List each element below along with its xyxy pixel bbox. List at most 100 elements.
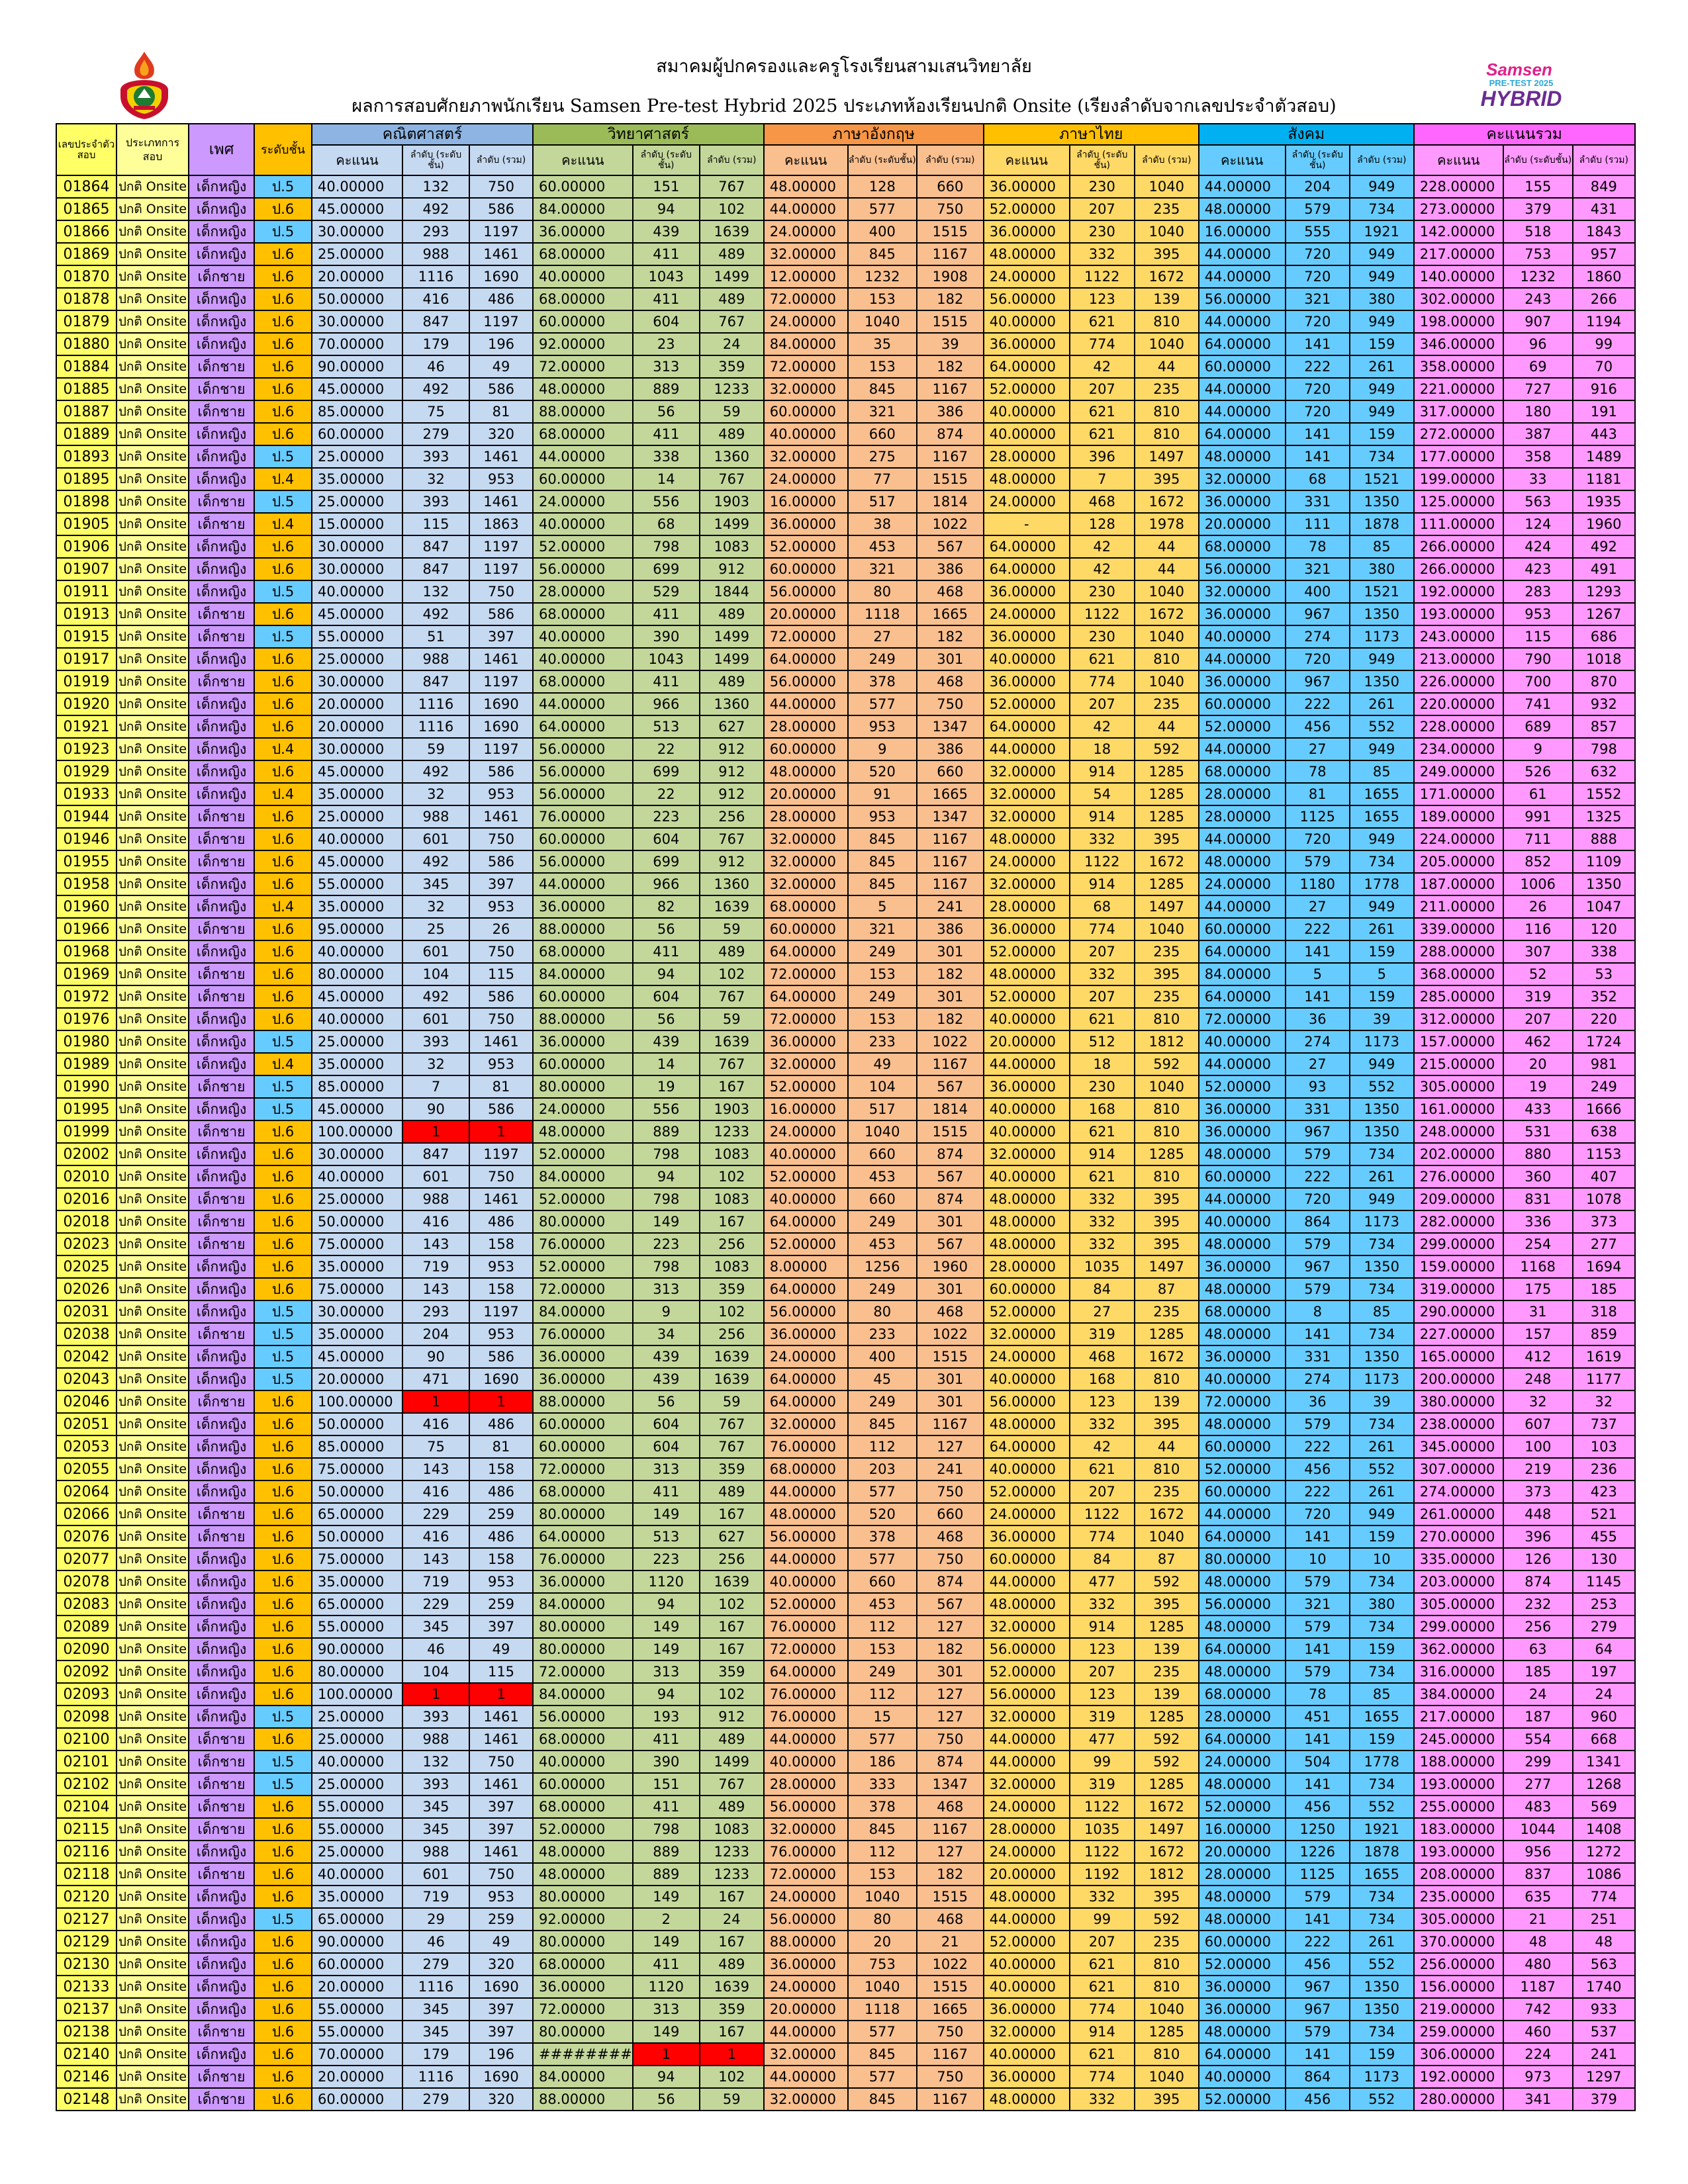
cell-english-score: 52.00000 xyxy=(763,1075,849,1099)
cell-science-rank-level: 313 xyxy=(632,1660,700,1684)
cell-total-rank-total: 70 xyxy=(1571,355,1636,379)
cell-total-rank-level: 518 xyxy=(1502,220,1573,244)
cell-total-rank-level: 157 xyxy=(1502,1322,1573,1346)
cell-total-rank-level: 32 xyxy=(1502,1390,1573,1414)
cell-thai-score: - xyxy=(982,512,1070,536)
cell-social-rank-total: 1778 xyxy=(1348,872,1415,896)
cell-math-score: 95.00000 xyxy=(311,917,403,941)
cell-english-score: 32.00000 xyxy=(763,2042,849,2066)
cell-math-score: 55.00000 xyxy=(311,1615,403,1639)
cell-level: ป.5 xyxy=(254,175,312,199)
cell-math-score: 85.00000 xyxy=(311,400,403,424)
cell-exam-type: ปกติ Onsite xyxy=(116,1907,189,1931)
cell-total-rank-level: 852 xyxy=(1502,850,1573,874)
cell-science-rank-total: 256 xyxy=(698,805,765,829)
cell-thai-rank-total: 1040 xyxy=(1133,580,1199,604)
cell-social-score: 44.00000 xyxy=(1197,827,1286,851)
cell-english-rank-level: 77 xyxy=(847,467,917,491)
cell-english-rank-level: 275 xyxy=(847,445,917,469)
cell-thai-rank-total: 592 xyxy=(1133,1570,1199,1594)
cell-science-rank-level: 14 xyxy=(632,467,700,491)
cell-english-score: 64.00000 xyxy=(763,1210,849,1234)
cell-science-rank-total: 359 xyxy=(698,1457,765,1481)
cell-sex: เด็กชาย xyxy=(188,1525,255,1549)
cell-math-score: 45.00000 xyxy=(311,760,403,784)
cell-english-rank-level: 660 xyxy=(847,422,917,446)
cell-thai-score: 48.00000 xyxy=(982,1232,1070,1256)
cell-exam-id: 02140 xyxy=(56,2042,117,2066)
cell-math-score: 45.00000 xyxy=(311,850,403,874)
cell-english-score: 40.00000 xyxy=(763,1570,849,1594)
cell-science-rank-total: 256 xyxy=(698,1232,765,1256)
cell-english-rank-level: 845 xyxy=(847,2087,917,2111)
cell-exam-type: ปกติ Onsite xyxy=(116,1997,189,2021)
cell-english-rank-total: 660 xyxy=(915,760,984,784)
cell-sex: เด็กชาย xyxy=(188,1120,255,1144)
cell-level: ป.4 xyxy=(254,782,312,806)
cell-math-score: 45.00000 xyxy=(311,602,403,626)
cell-exam-id: 01866 xyxy=(56,220,117,244)
cell-total-rank-level: 711 xyxy=(1502,827,1573,851)
cell-total-rank-total: 916 xyxy=(1571,377,1636,401)
cell-total-rank-total: 1740 xyxy=(1571,1975,1636,1999)
cell-social-rank-level: 456 xyxy=(1284,715,1350,739)
cell-thai-score: 28.00000 xyxy=(982,895,1070,919)
cell-math-rank-total: 81 xyxy=(469,1075,534,1099)
cell-sex: เด็กชาย xyxy=(188,805,255,829)
cell-level: ป.6 xyxy=(254,917,312,941)
cell-math-rank-total: 953 xyxy=(469,1885,534,1909)
cell-exam-id: 01944 xyxy=(56,805,117,829)
cell-total-rank-total: 191 xyxy=(1571,400,1636,424)
cell-social-rank-total: 1350 xyxy=(1348,1345,1415,1369)
cell-total-rank-total: 1268 xyxy=(1571,1772,1636,1796)
cell-thai-rank-level: 332 xyxy=(1068,1232,1135,1256)
cell-exam-id: 01864 xyxy=(56,175,117,199)
cell-level: ป.6 xyxy=(254,1660,312,1684)
cell-english-rank-level: 1232 xyxy=(847,265,917,289)
cell-exam-type: ปกติ Onsite xyxy=(116,1030,189,1054)
cell-thai-rank-total: 1040 xyxy=(1133,1525,1199,1549)
cell-science-rank-total: 359 xyxy=(698,1660,765,1684)
cell-english-score: 32.00000 xyxy=(763,1052,849,1076)
cell-total-rank-total: 407 xyxy=(1571,1165,1636,1189)
cell-thai-rank-total: 1040 xyxy=(1133,1075,1199,1099)
cell-math-rank-level: 29 xyxy=(402,1907,470,1931)
cell-total-rank-level: 61 xyxy=(1502,782,1573,806)
cell-social-rank-total: 261 xyxy=(1348,1165,1415,1189)
cell-thai-score: 40.00000 xyxy=(982,310,1070,334)
cell-exam-id: 01923 xyxy=(56,737,117,761)
cell-social-rank-level: 27 xyxy=(1284,737,1350,761)
cell-math-rank-total: 750 xyxy=(469,175,534,199)
cell-science-rank-level: 338 xyxy=(632,445,700,469)
cell-science-score: 40.00000 xyxy=(532,1750,633,1774)
cell-exam-id: 02098 xyxy=(56,1705,117,1729)
cell-sex: เด็กหญิง xyxy=(188,422,255,446)
cell-english-rank-level: 153 xyxy=(847,1007,917,1031)
cell-science-score: 60.00000 xyxy=(532,1412,633,1436)
cell-total-rank-total: 373 xyxy=(1571,1210,1636,1234)
cell-thai-rank-total: 395 xyxy=(1133,1210,1199,1234)
cell-science-score: 80.00000 xyxy=(532,1615,633,1639)
cell-total-score: 274.00000 xyxy=(1413,1480,1504,1504)
cell-exam-type: ปกติ Onsite xyxy=(116,1637,189,1661)
cell-science-score: 36.00000 xyxy=(532,1345,633,1369)
cell-thai-rank-level: 18 xyxy=(1068,1052,1135,1076)
cell-social-rank-total: 949 xyxy=(1348,310,1415,334)
cell-thai-score: 32.00000 xyxy=(982,760,1070,784)
cell-total-rank-total: 888 xyxy=(1571,827,1636,851)
cell-total-score: 319.00000 xyxy=(1413,1277,1504,1301)
cell-thai-score: 24.00000 xyxy=(982,1502,1070,1526)
cell-thai-rank-total: 235 xyxy=(1133,1930,1199,1954)
cell-total-rank-level: 256 xyxy=(1502,1615,1573,1639)
cell-math-score: 40.00000 xyxy=(311,1007,403,1031)
cell-exam-id: 01966 xyxy=(56,917,117,941)
cell-total-rank-total: 1724 xyxy=(1571,1030,1636,1054)
cell-total-rank-total: 632 xyxy=(1571,760,1636,784)
cell-social-rank-level: 141 xyxy=(1284,2042,1350,2066)
cell-social-score: 44.00000 xyxy=(1197,265,1286,289)
